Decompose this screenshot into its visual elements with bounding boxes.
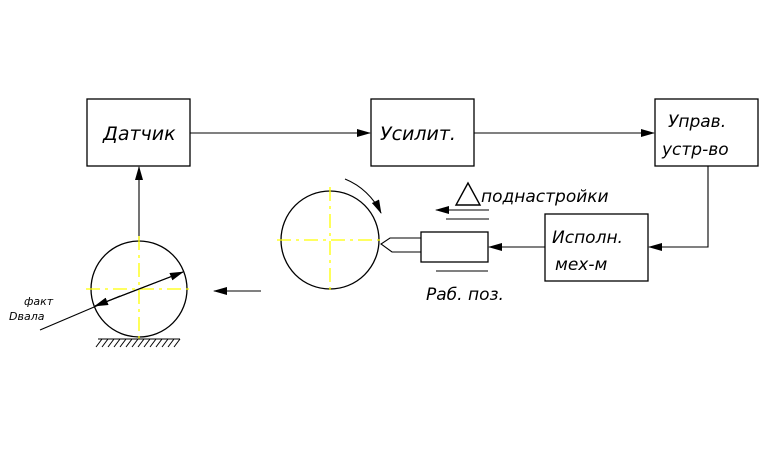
amplifier-block: Усилит. bbox=[370, 98, 475, 167]
actuator-block: Исполн. мех-м bbox=[544, 213, 649, 282]
ground-hatch-stroke bbox=[161, 338, 169, 348]
sensor-block: Датчик bbox=[86, 98, 191, 167]
ground-hatch-stroke bbox=[167, 338, 175, 348]
control-device-label-line2: устр-во bbox=[661, 140, 729, 160]
ground-support bbox=[95, 338, 181, 348]
ground-hatch-stroke bbox=[155, 338, 163, 348]
tool-tip bbox=[380, 237, 421, 253]
actuator-label-line2: мех-м bbox=[555, 255, 607, 275]
rotation-arrow bbox=[344, 178, 382, 214]
adjustment-indicator: поднастройки bbox=[435, 181, 609, 220]
ground-hatch-stroke bbox=[125, 338, 133, 348]
working-position-label: Раб. поз. bbox=[426, 285, 504, 305]
ground-hatch-stroke bbox=[173, 338, 181, 348]
size-label-top: факт bbox=[24, 295, 54, 308]
adjustment-label: поднастройки bbox=[481, 187, 609, 207]
actuator-label-line1: Исполн. bbox=[552, 228, 623, 248]
ground-hatch-stroke bbox=[95, 338, 103, 348]
measured-workpiece: факт Dвала bbox=[9, 236, 192, 342]
ground-hatch-stroke bbox=[107, 338, 115, 348]
size-label-bottom: Dвала bbox=[9, 310, 45, 323]
diameter-leader-line bbox=[39, 295, 121, 331]
sensor-label: Датчик bbox=[102, 123, 176, 145]
ground-hatch-stroke bbox=[113, 338, 121, 348]
ground-hatch-stroke bbox=[119, 338, 127, 348]
machined-workpiece bbox=[277, 178, 383, 293]
cutting-tool: Раб. поз. bbox=[380, 231, 504, 305]
ground-hatch-stroke bbox=[131, 338, 139, 348]
ground-hatch-stroke bbox=[101, 338, 109, 348]
arrow-control-to-actuator bbox=[648, 166, 709, 251]
ground-hatch-stroke bbox=[143, 338, 151, 348]
delta-symbol bbox=[454, 181, 482, 206]
control-device-block: Управ. устр-во bbox=[654, 98, 759, 167]
ground-hatch-stroke bbox=[137, 338, 145, 348]
control-device-label-line1: Управ. bbox=[668, 112, 726, 132]
amplifier-label: Усилит. bbox=[380, 123, 456, 145]
ground-hatch-stroke bbox=[149, 338, 157, 348]
